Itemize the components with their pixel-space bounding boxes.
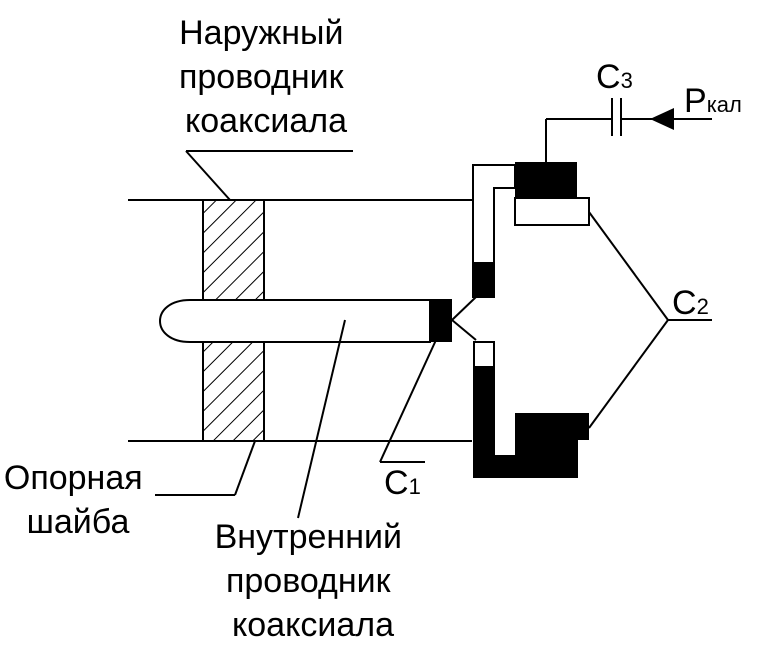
c2-leader-lower xyxy=(588,319,669,429)
svg-text:С1: С1 xyxy=(384,464,421,502)
pkal-label: Р xyxy=(684,82,707,120)
c3-label: С xyxy=(596,58,621,96)
pkal-subscript: кал xyxy=(707,92,742,117)
inner-label-line1: Внутренний xyxy=(215,518,402,556)
svg-text:Наружный проводник коа: Наружный проводник коаксиала xyxy=(179,14,353,140)
svg-text:С2: С2 xyxy=(672,284,709,322)
upper-block-black xyxy=(515,162,577,198)
washer-label-leader xyxy=(234,440,256,496)
c2-leader-upper xyxy=(588,211,669,321)
washer-label-line1: Опорная xyxy=(4,459,143,497)
svg-text:Опорная шайба: Опорная шайба xyxy=(4,459,152,541)
upper-block-white xyxy=(514,197,590,226)
svg-text:Ркал: Ркал xyxy=(684,82,742,120)
svg-text:Внутренний проводник к: Внутренний проводник коаксиала xyxy=(215,518,412,644)
c2-subscript: 2 xyxy=(697,294,709,319)
tip-link-lower xyxy=(451,319,477,341)
inner-label-line2: проводник xyxy=(226,562,392,600)
inner-conductor-tip xyxy=(429,299,452,342)
support-washer-bottom xyxy=(202,341,265,442)
outer-label-line2: проводник xyxy=(179,58,345,96)
lower-segment-white xyxy=(473,341,495,368)
tip-link-upper xyxy=(451,296,477,321)
inner-label-line3: коаксиала xyxy=(232,606,394,644)
svg-text:С3: С3 xyxy=(596,58,633,96)
c1-label: С xyxy=(384,464,409,502)
c2-label: С xyxy=(672,284,697,322)
outer-label-line1: Наружный xyxy=(179,14,343,52)
support-washer-top xyxy=(202,199,265,301)
upper-segment-tip xyxy=(473,262,494,297)
c3-subscript: 3 xyxy=(621,68,633,93)
c1-subscript: 1 xyxy=(409,474,421,499)
inner-label-leader xyxy=(297,319,346,519)
outer-label-leader xyxy=(185,150,231,201)
inner-conductor xyxy=(159,299,431,343)
c1-leader xyxy=(379,339,437,463)
lower-block-black xyxy=(515,413,589,440)
outer-label-line3: коаксиала xyxy=(185,102,347,140)
washer-label-line2: шайба xyxy=(27,503,130,541)
pkal-arrow-icon xyxy=(650,108,674,130)
